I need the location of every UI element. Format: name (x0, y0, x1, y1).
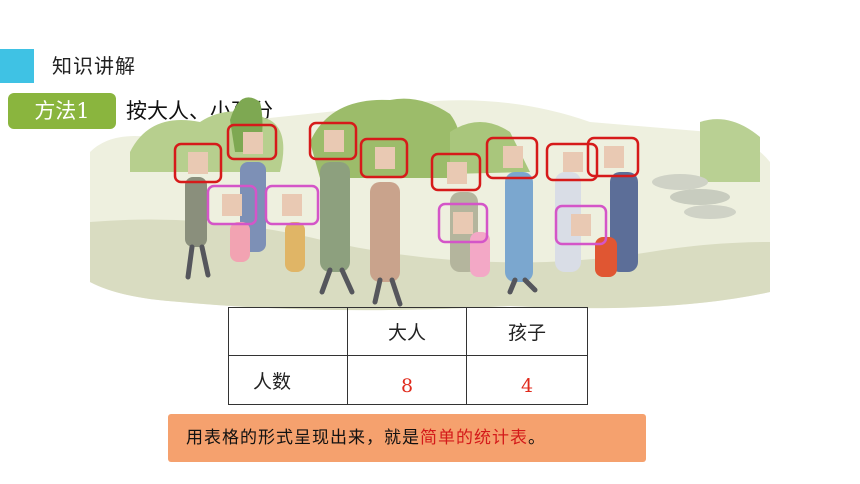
table-header-empty (228, 307, 348, 356)
method-badge: 方法1 (8, 93, 116, 129)
statistics-table: 大人 孩子 人数 8 4 (228, 307, 588, 405)
summary-prefix: 用表格的形式呈现出来，就是 (186, 428, 420, 448)
table-header-children: 孩子 (466, 307, 588, 356)
table-header-row: 大人 孩子 (228, 307, 588, 356)
table-row-label: 人数 (228, 355, 348, 405)
table-header-adults: 大人 (347, 307, 467, 356)
summary-highlight: 简单的统计表 (420, 428, 528, 448)
accent-square (0, 49, 34, 83)
adult-count: 8 (400, 375, 414, 397)
table-cell-adults: 8 (347, 355, 467, 405)
section-title: 知识讲解 (52, 54, 136, 78)
summary-box: 用表格的形式呈现出来，就是简单的统计表。 (168, 414, 646, 462)
table-row: 人数 8 4 (228, 355, 588, 405)
table-cell-children: 4 (466, 355, 588, 405)
summary-suffix: 。 (528, 428, 546, 448)
family-walking-illustration (90, 97, 770, 311)
child-count: 4 (520, 375, 534, 397)
